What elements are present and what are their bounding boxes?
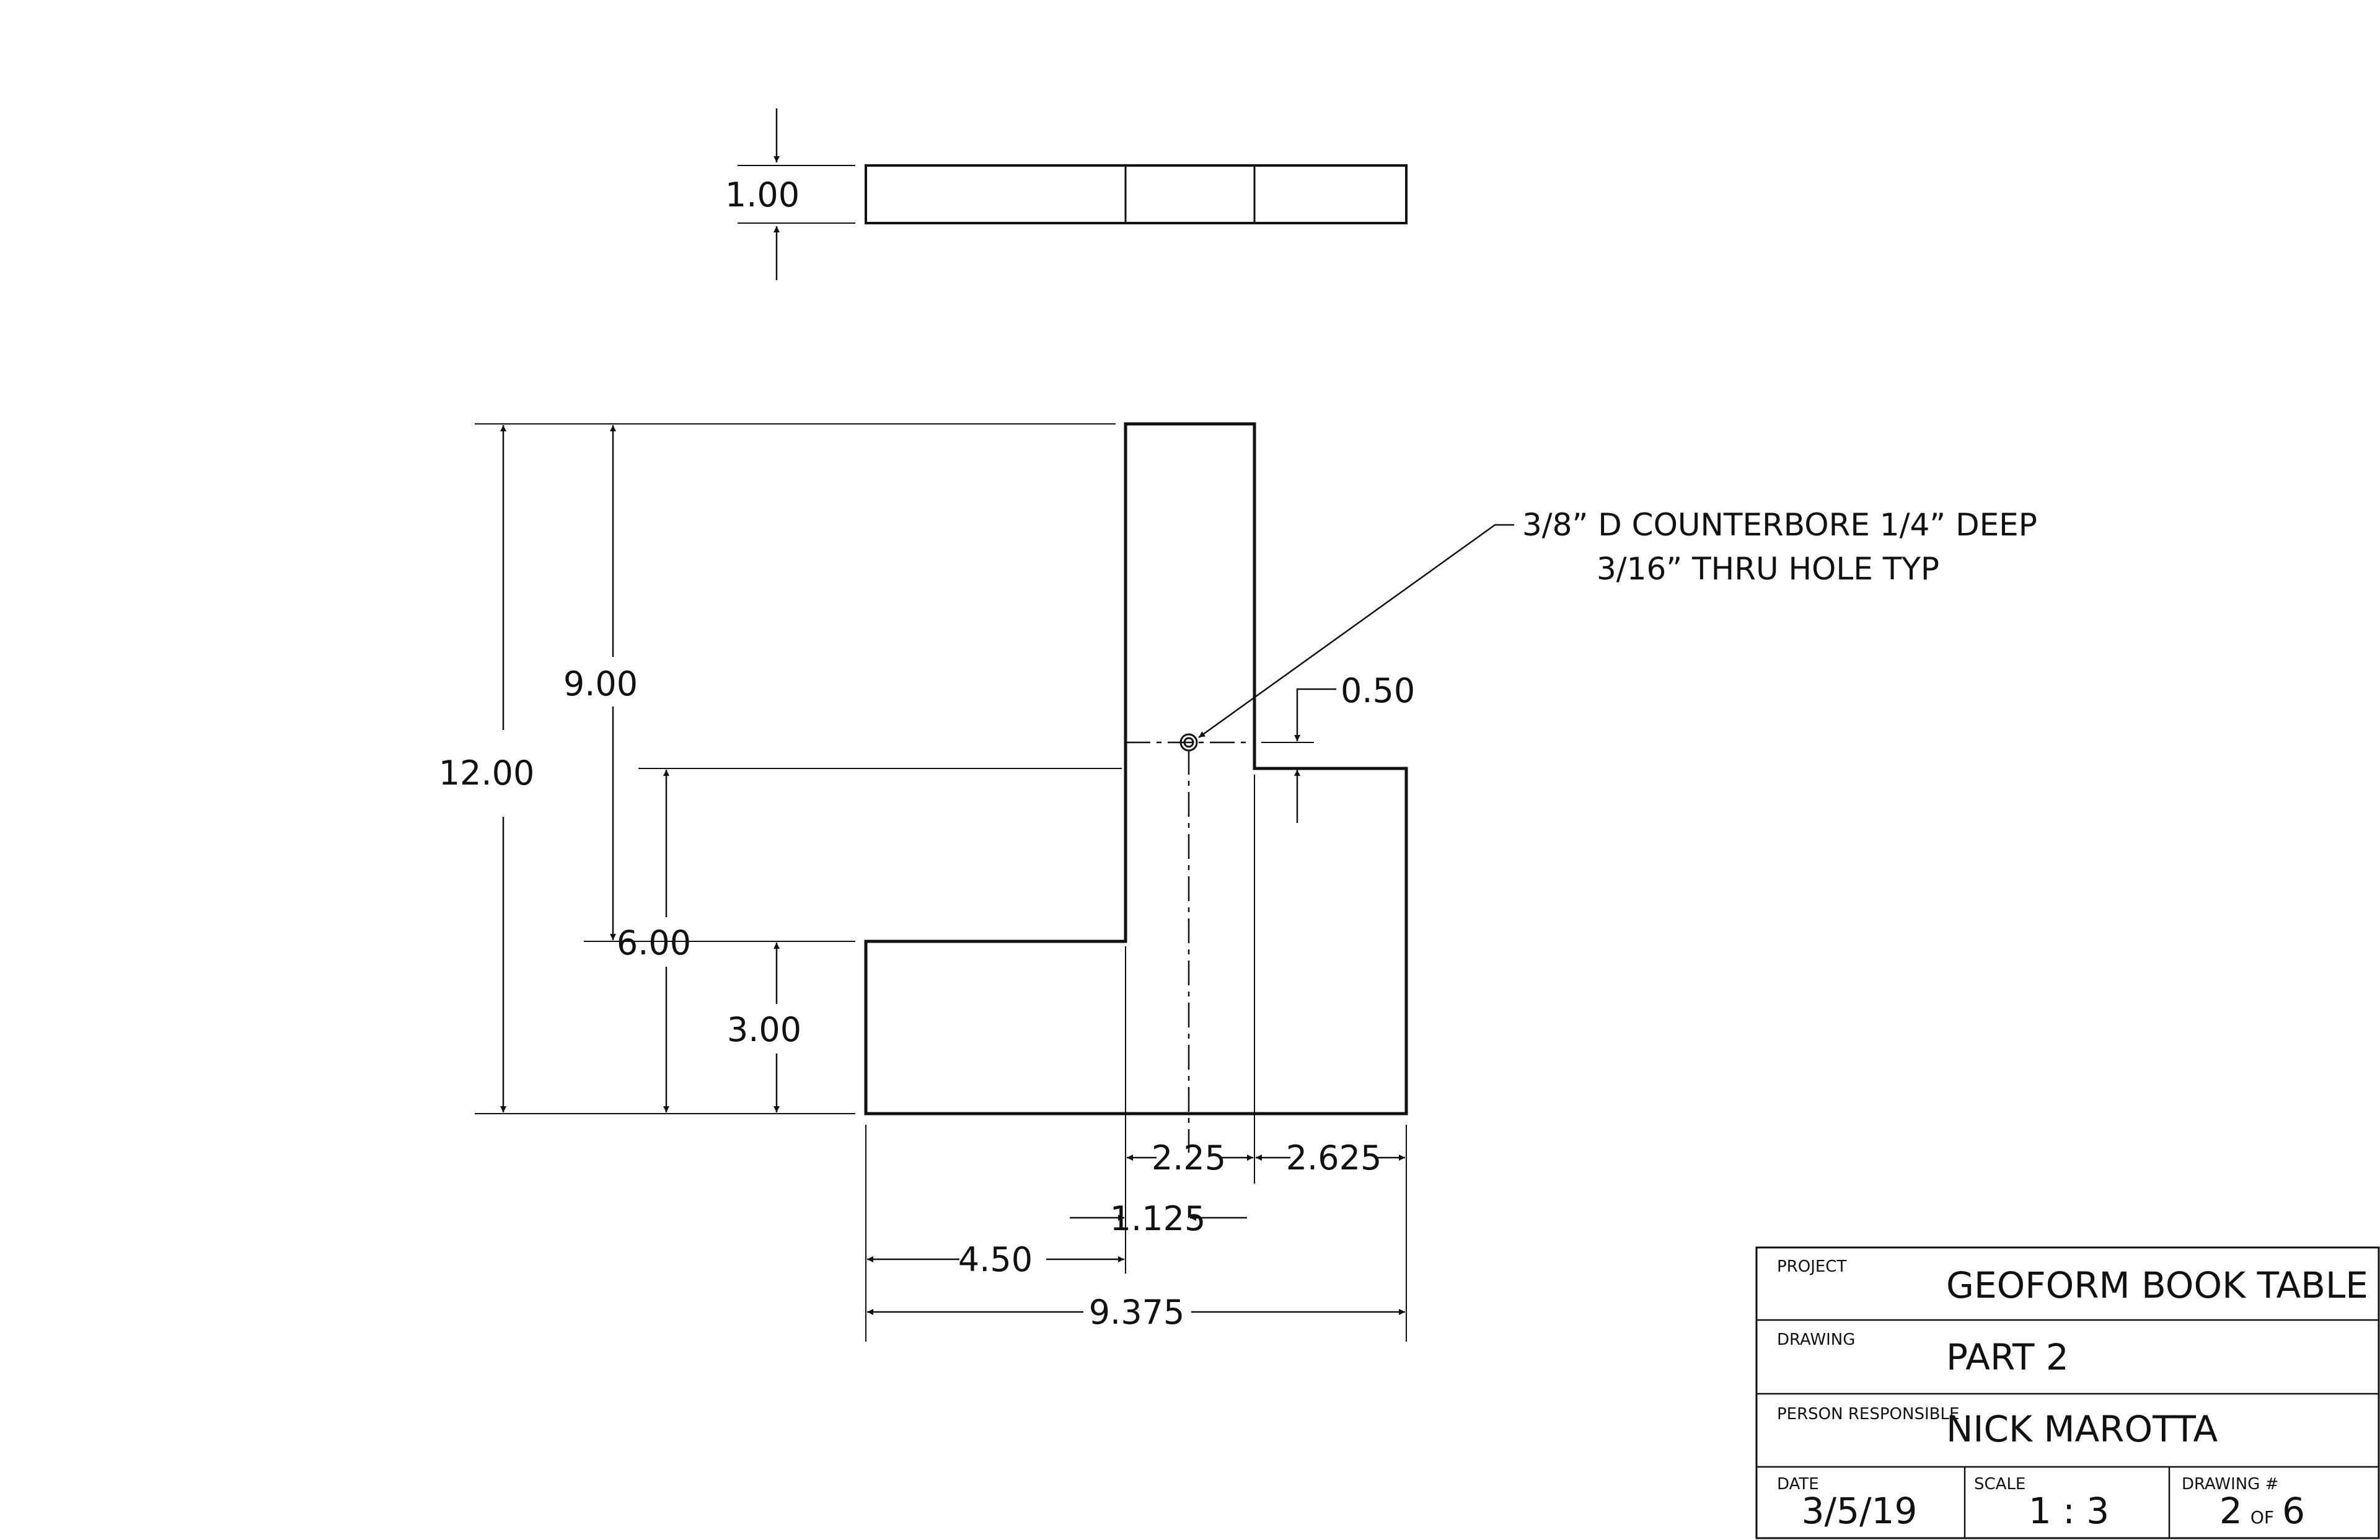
scale-label: SCALE — [1974, 1475, 2025, 1494]
top-view — [738, 164, 1408, 224]
drawing-label: DRAWING — [1777, 1331, 1855, 1349]
date-value: 3/5/19 — [1802, 1490, 1918, 1532]
person-label: PERSON RESPONSIBLE — [1777, 1405, 1959, 1423]
dimension-upper-height-label: 9.00 — [563, 664, 638, 703]
center-lines — [1126, 741, 1246, 1153]
project-label: PROJECT — [1777, 1257, 1846, 1276]
sheet-number: 2 OF 6 — [2219, 1490, 2305, 1532]
drawing-number-label: DRAWING # — [2182, 1475, 2278, 1494]
dimension-hole-offset — [1294, 688, 1336, 823]
top-view-outline — [865, 164, 1408, 224]
scale-value: 1 : 3 — [2029, 1490, 2109, 1532]
note-leader — [1198, 524, 1514, 739]
dimension-mid-height-label: 6.00 — [617, 923, 691, 962]
title-block-frame — [1755, 1246, 2380, 1539]
dimension-left-width-label: 4.50 — [958, 1240, 1033, 1279]
person-value: NICK MAROTTA — [1946, 1408, 2218, 1450]
part-outline — [864, 422, 1408, 1115]
note-line-2: 3/16” THRU HOLE TYP — [1597, 551, 1939, 587]
sheet-number-current: 2 — [2219, 1490, 2242, 1532]
drawing-value: PART 2 — [1946, 1336, 2069, 1378]
project-value: GEOFORM BOOK TABLE — [1946, 1264, 2368, 1306]
dimension-stem-width-label: 2.25 — [1152, 1138, 1226, 1177]
dimension-right-width-label: 2.625 — [1286, 1138, 1382, 1177]
date-label: DATE — [1777, 1475, 1819, 1494]
sheet-number-total: 6 — [2282, 1490, 2305, 1532]
dimension-hole-x-label: 1.125 — [1110, 1199, 1206, 1238]
dimension-overall-height-label: 12.00 — [439, 754, 535, 793]
extension-lines — [475, 423, 1407, 1342]
title-block — [1755, 1246, 2380, 1539]
dimension-overall-width-label: 9.375 — [1089, 1293, 1185, 1332]
note-line-1: 3/8” D COUNTERBORE 1/4” DEEP — [1522, 507, 2037, 543]
sheet-number-of: OF — [2250, 1507, 2274, 1528]
dimension-thickness-label: 1.00 — [725, 175, 800, 214]
dimension-lower-height-label: 3.00 — [727, 1010, 801, 1049]
dimension-hole-offset-label: 0.50 — [1341, 671, 1415, 710]
